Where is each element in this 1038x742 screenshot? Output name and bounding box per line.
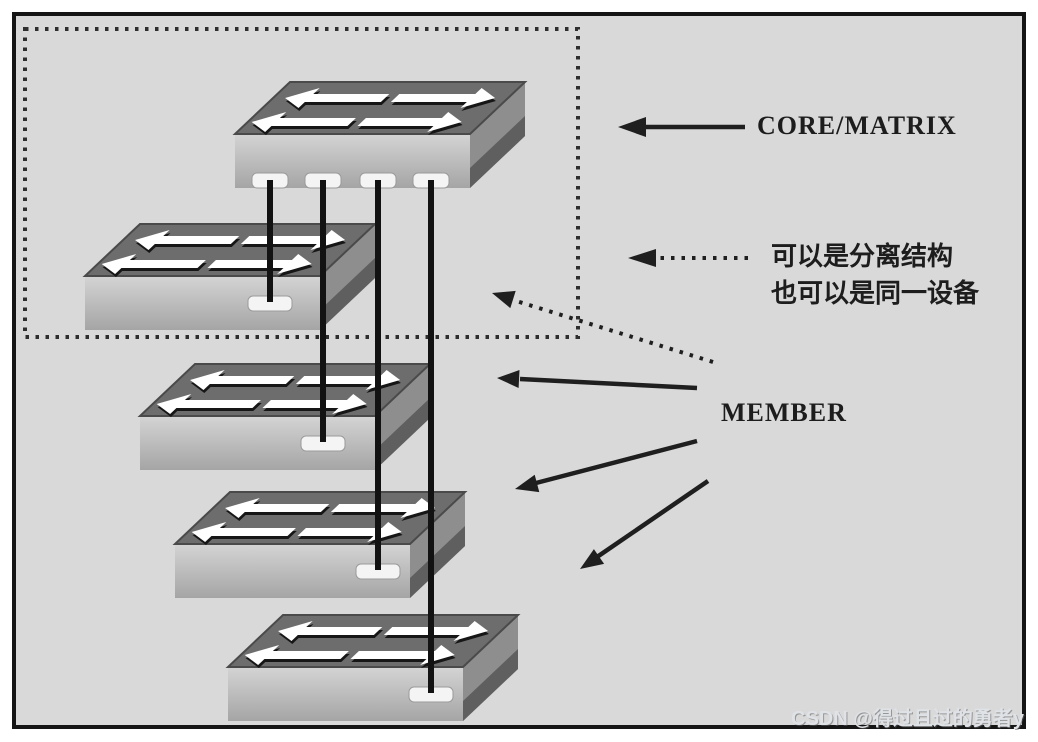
member-arrow-2	[515, 438, 698, 493]
note-line-1: 可以是分离结构	[771, 241, 954, 271]
switch-icon-core1	[235, 82, 525, 188]
switch-icon-member3	[228, 615, 518, 721]
core-matrix-note: 可以是分离结构 也可以是同一设备	[771, 238, 979, 312]
member-arrow-1	[497, 370, 698, 391]
note-dotted-arrow	[628, 249, 748, 267]
member-arrow-3	[580, 479, 710, 569]
member-label: MEMBER	[721, 398, 847, 427]
switch-icon-member1	[140, 364, 430, 470]
switch-icon-member2	[175, 492, 465, 598]
note-line-2: 也可以是同一设备	[771, 278, 980, 308]
switch-icon-core2	[85, 224, 375, 330]
core-matrix-label: CORE/MATRIX	[757, 111, 957, 140]
stack-cables	[267, 180, 434, 693]
core-matrix-arrow	[618, 117, 745, 137]
box-pointer-dotted-arrow	[492, 290, 714, 364]
csdn-watermark: CSDN @得过且过的勇者y	[791, 708, 1024, 730]
